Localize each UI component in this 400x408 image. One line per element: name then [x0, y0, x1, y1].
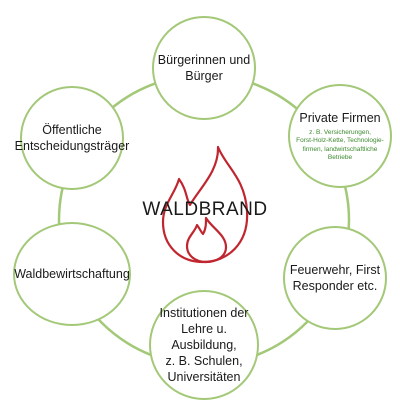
node-label: Institutionen der Lehre u. Ausbildung, z…	[159, 306, 249, 384]
node-label: Feuerwehr, First Responder etc.	[289, 263, 381, 293]
node-sublabel: z. B. Versicherungen, Forst-Holz-Kette, …	[296, 128, 384, 162]
node-feuerwehr: Feuerwehr, First Responder etc.	[283, 226, 387, 330]
node-institutionen: Institutionen der Lehre u. Ausbildung, z…	[149, 290, 259, 400]
node-entscheidungstraeger: Öffentliche Entscheidungsträger	[15, 86, 129, 190]
node-buerger: Bürgerinnen und Bürger	[152, 16, 256, 120]
node-label: Waldbewirtschaftung	[14, 267, 130, 281]
node-waldbewirtschaftung: Waldbewirtschaftung	[13, 222, 131, 326]
node-private-firmen: Private Firmen z. B. Versicherungen, For…	[288, 84, 392, 188]
flame-icon	[161, 145, 249, 264]
node-label: Bürgerinnen und Bürger	[157, 53, 251, 83]
center-title: WALDBRAND	[142, 199, 268, 220]
node-label: Private Firmen	[299, 110, 381, 125]
node-label: Öffentliche Entscheidungsträger	[14, 123, 130, 153]
